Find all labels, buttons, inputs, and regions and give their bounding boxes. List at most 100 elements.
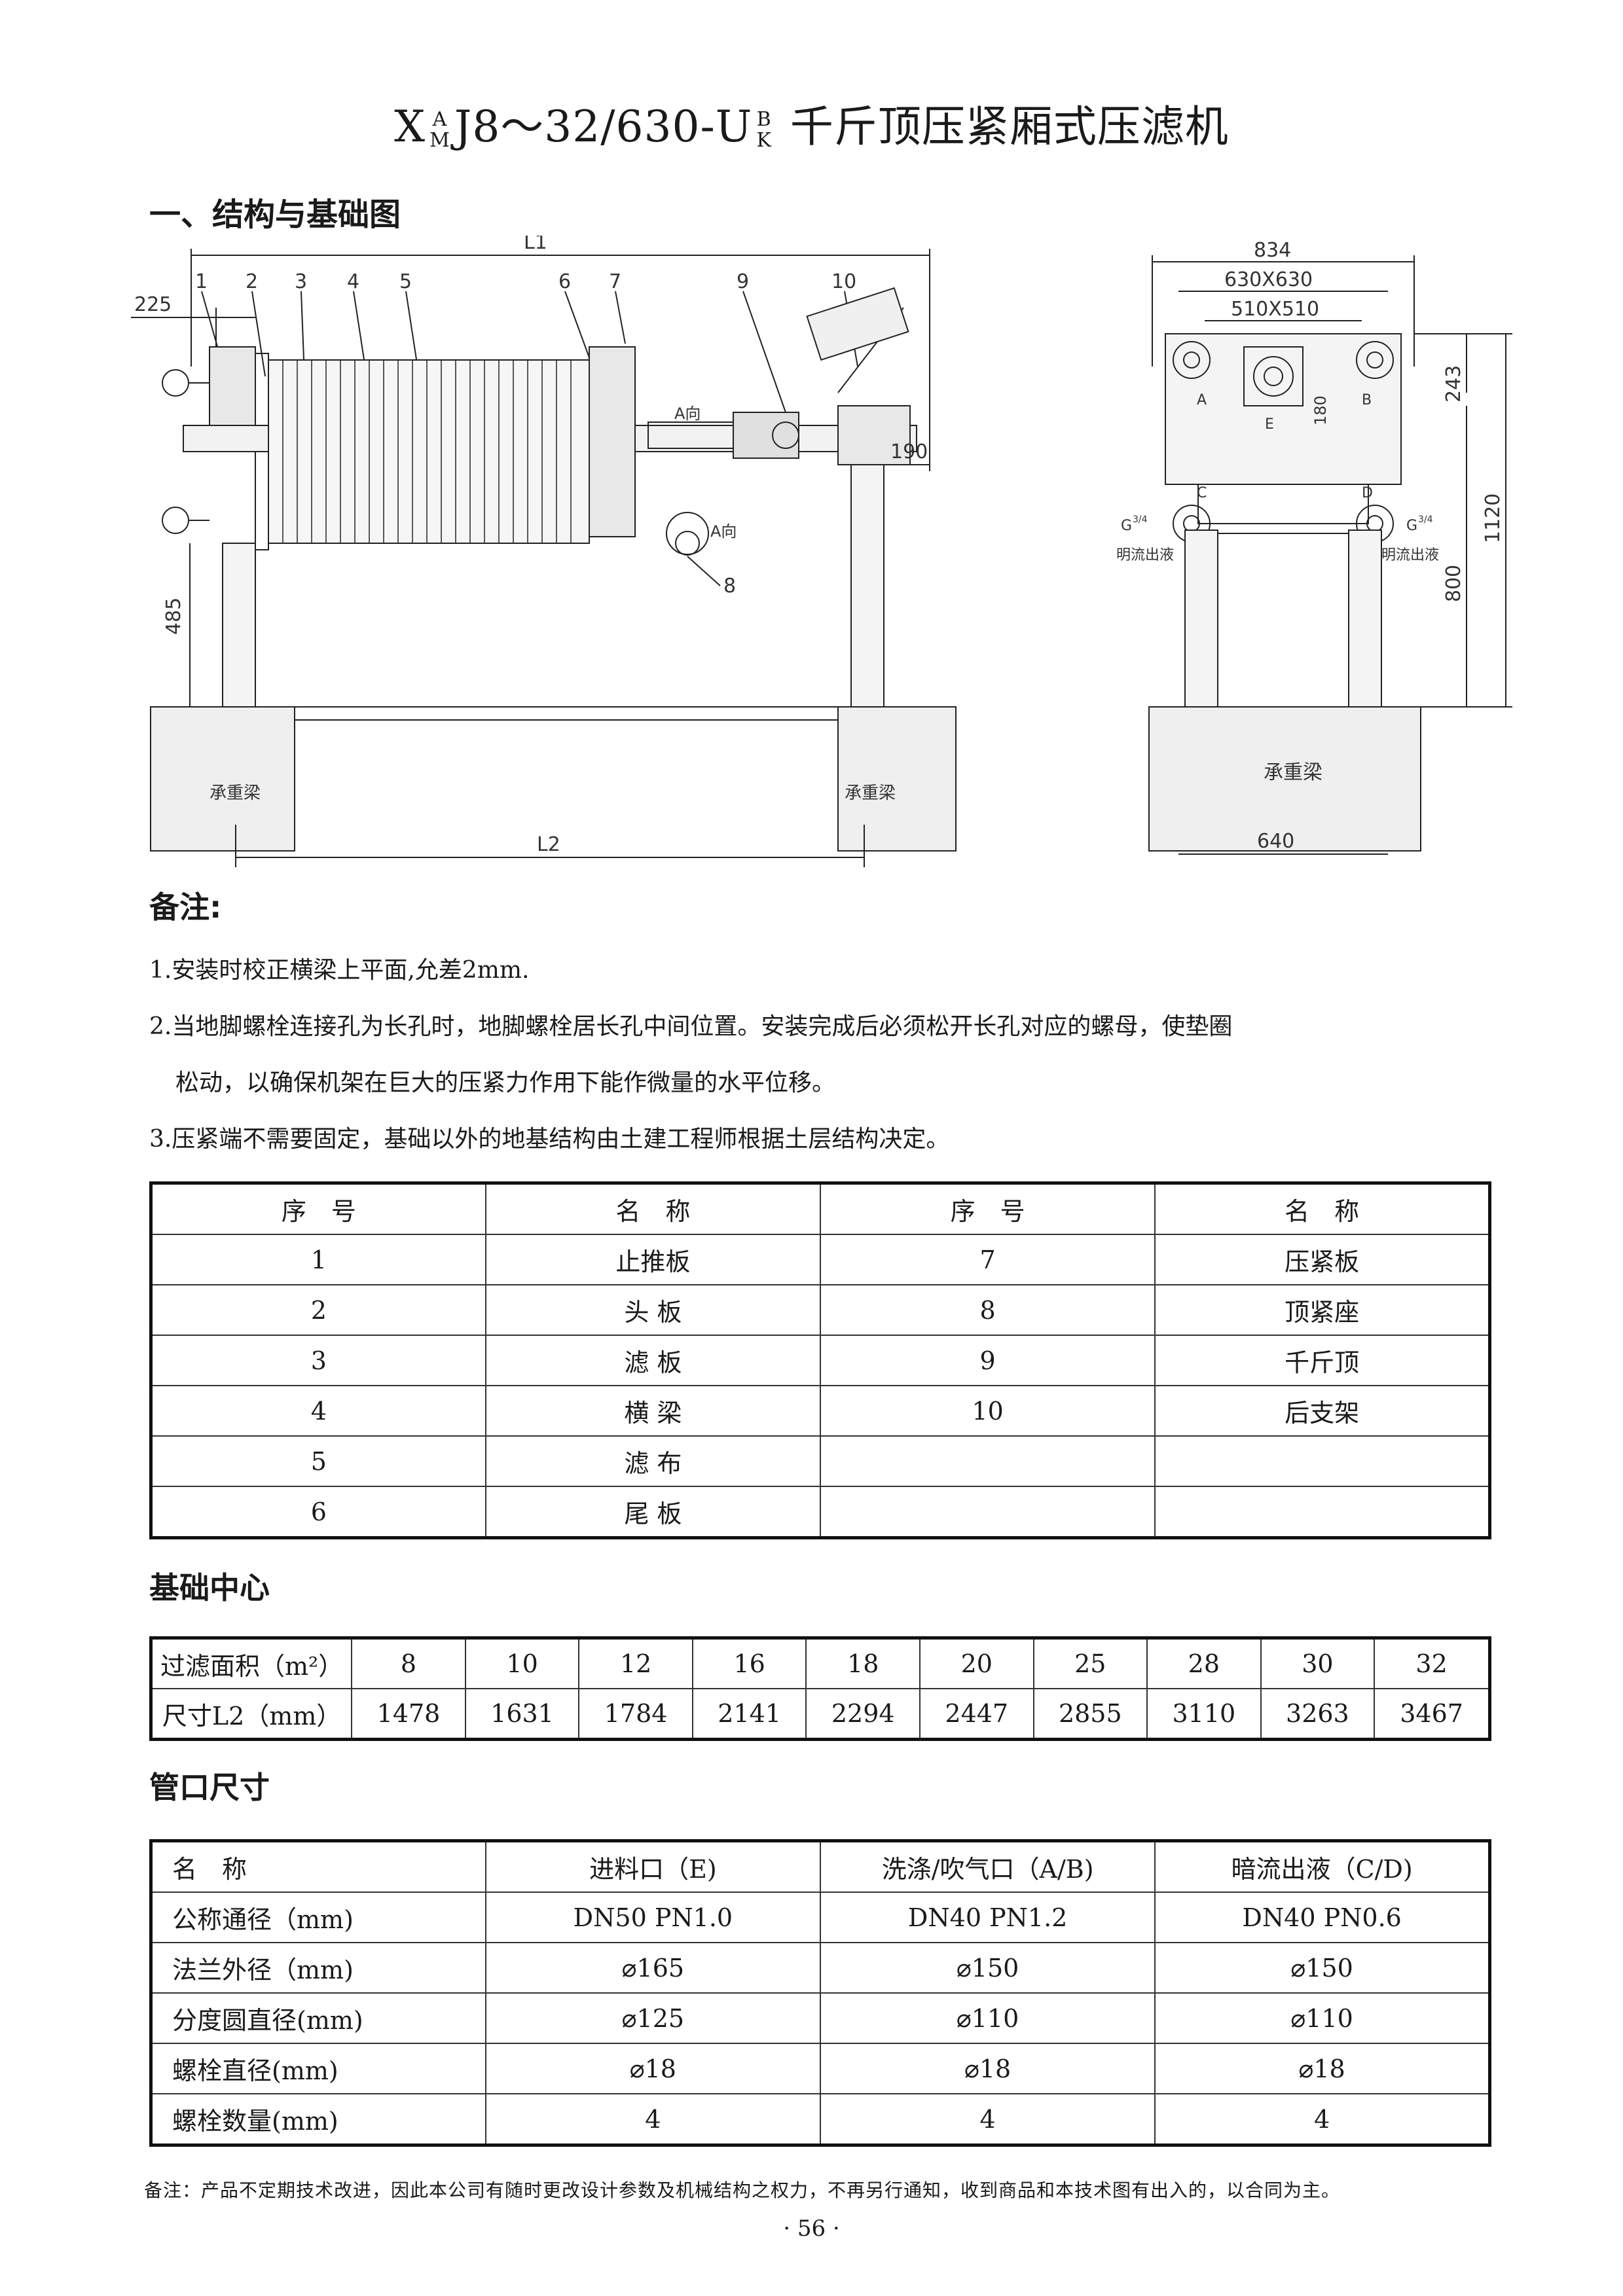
callout-5: 5 xyxy=(399,270,412,293)
table-cell xyxy=(819,1486,1156,1539)
beam-label-left: 承重梁 xyxy=(210,783,261,803)
table-cell: 螺栓直径(mm) xyxy=(150,2043,486,2094)
table-cell: 止推板 xyxy=(484,1234,822,1285)
header-name: 名 称 xyxy=(150,1840,486,1893)
footer-note: 备注：产品不定期技术改进，因此本公司有随时更改设计参数及机械结构之权力，不再另行… xyxy=(144,2179,1341,2201)
g-label-left: G xyxy=(1121,518,1132,534)
table-cell: ⌀110 xyxy=(819,1992,1156,2044)
page-number: · 56 · xyxy=(783,2215,840,2242)
table-cell: 2294 xyxy=(805,1688,921,1740)
notes-heading: 备注: xyxy=(149,889,222,925)
header-no-1: 序 号 xyxy=(150,1182,486,1235)
table-cell: 滤 布 xyxy=(484,1435,822,1487)
callout-8: 8 xyxy=(723,575,736,598)
foundation-heading: 基础中心 xyxy=(149,1570,270,1605)
table-cell: 16 xyxy=(691,1637,807,1689)
pipe-heading: 管口尺寸 xyxy=(149,1770,270,1805)
table-cell: 滤 板 xyxy=(484,1335,822,1386)
table-cell: 4 xyxy=(819,2093,1156,2146)
header-name-2: 名 称 xyxy=(1154,1182,1491,1235)
table-cell: 10 xyxy=(819,1385,1156,1437)
table-cell: 28 xyxy=(1146,1637,1262,1689)
note-1: 1.安装时校正横梁上平面,允差2mm. xyxy=(149,957,530,984)
callout-7: 7 xyxy=(609,270,621,293)
table-cell: 2447 xyxy=(919,1688,1034,1740)
header-outlet: 暗流出液（C/D) xyxy=(1154,1840,1491,1893)
table-cell xyxy=(1154,1435,1491,1487)
header-wash: 洗涤/吹气口（A/B) xyxy=(819,1840,1156,1893)
table-cell: 4 xyxy=(484,2093,822,2146)
a-direction-view-label: A向 xyxy=(710,522,737,541)
table-cell: 6 xyxy=(150,1486,486,1539)
table-cell: ⌀125 xyxy=(484,1992,822,2044)
dim-label-510: 510X510 xyxy=(1231,298,1319,321)
callout-4: 4 xyxy=(347,270,359,293)
g-fraction-left: 3/4 xyxy=(1133,514,1148,525)
g-fraction-right: 3/4 xyxy=(1418,514,1433,525)
table-cell xyxy=(1154,1486,1491,1539)
table-cell: ⌀18 xyxy=(819,2043,1156,2094)
notes-list: 1.安装时校正横梁上平面,允差2mm. 2.当地脚螺栓连接孔为长孔时，地脚螺栓居… xyxy=(149,942,1232,1168)
title-sup-top: A xyxy=(432,108,448,131)
parts-table-header: 序 号 名 称 序 号 名 称 xyxy=(150,1182,1491,1235)
table-cell: DN40 PN1.2 xyxy=(819,1892,1156,1943)
table-row: 法兰外径（mm)⌀165⌀150⌀150 xyxy=(150,1942,1491,1994)
table-cell: 分度圆直径(mm) xyxy=(150,1992,486,2044)
table-cell: 12 xyxy=(578,1637,693,1689)
callout-2: 2 xyxy=(246,270,258,293)
table-cell: 2 xyxy=(150,1284,486,1336)
port-c-label: C xyxy=(1197,485,1207,501)
note-2: 2.当地脚螺栓连接孔为长孔时，地脚螺栓居长孔中间位置。安装完成后必须松开长孔对应… xyxy=(149,1013,1233,1040)
row-label-area: 过滤面积（m²） xyxy=(150,1637,353,1689)
dim-label-800: 800 xyxy=(1442,565,1465,602)
table-cell: 25 xyxy=(1032,1637,1148,1689)
table-cell: 8 xyxy=(819,1284,1156,1336)
row-label-l2: 尺寸L2（mm） xyxy=(150,1688,353,1740)
table-cell: 顶紧座 xyxy=(1154,1284,1491,1336)
table-cell: DN50 PN1.0 xyxy=(484,1892,822,1943)
pipe-table: 名 称 进料口（E) 洗涤/吹气口（A/B) 暗流出液（C/D) 公称通径（mm… xyxy=(149,1839,1491,2147)
table-cell: 2141 xyxy=(691,1688,807,1740)
title-sup2-top: B xyxy=(756,108,772,131)
dim-label-485: 485 xyxy=(162,598,185,635)
table-cell: 后支架 xyxy=(1154,1385,1491,1437)
table-cell: 公称通径（mm) xyxy=(150,1892,486,1943)
dim-label-1120: 1120 xyxy=(1482,493,1504,543)
table-cell: 1 xyxy=(150,1234,486,1285)
dim-label-l2: L2 xyxy=(537,833,560,856)
table-row: 过滤面积（m²） 8 10 12 16 18 20 25 28 30 32 xyxy=(150,1637,1491,1689)
callout-6: 6 xyxy=(558,270,571,293)
table-cell: 18 xyxy=(805,1637,921,1689)
table-cell: 5 xyxy=(150,1435,486,1487)
callout-10: 10 xyxy=(831,270,856,293)
table-row: 分度圆直径(mm)⌀125⌀110⌀110 xyxy=(150,1992,1491,2044)
dim-label-640: 640 xyxy=(1257,830,1294,853)
port-d-label: D xyxy=(1362,485,1373,501)
table-cell: 3467 xyxy=(1374,1688,1491,1740)
g-label-right: G xyxy=(1406,518,1417,534)
table-cell: 1784 xyxy=(578,1688,693,1740)
table-cell: 3110 xyxy=(1146,1688,1262,1740)
table-cell: 8 xyxy=(351,1637,466,1689)
table-cell: 1478 xyxy=(351,1688,466,1740)
table-cell: 20 xyxy=(919,1637,1034,1689)
callout-1: 1 xyxy=(195,270,208,293)
table-row: 尺寸L2（mm） 1478 1631 1784 2141 2294 2447 2… xyxy=(150,1688,1491,1740)
table-cell: ⌀150 xyxy=(1154,1942,1491,1994)
title-name: 千斤顶压紧厢式压滤机 xyxy=(775,101,1229,152)
port-b-label: B xyxy=(1362,392,1372,408)
header-name-1: 名 称 xyxy=(484,1182,822,1235)
outlet-label-right: 明流出液 xyxy=(1381,547,1439,564)
dim-label-l1: L1 xyxy=(524,236,547,254)
table-cell: 法兰外径（mm) xyxy=(150,1942,486,1994)
table-row: 螺栓直径(mm)⌀18⌀18⌀18 xyxy=(150,2043,1491,2094)
section-structure-heading: 一、结构与基础图 xyxy=(149,196,401,233)
header-inlet: 进料口（E) xyxy=(484,1840,822,1893)
